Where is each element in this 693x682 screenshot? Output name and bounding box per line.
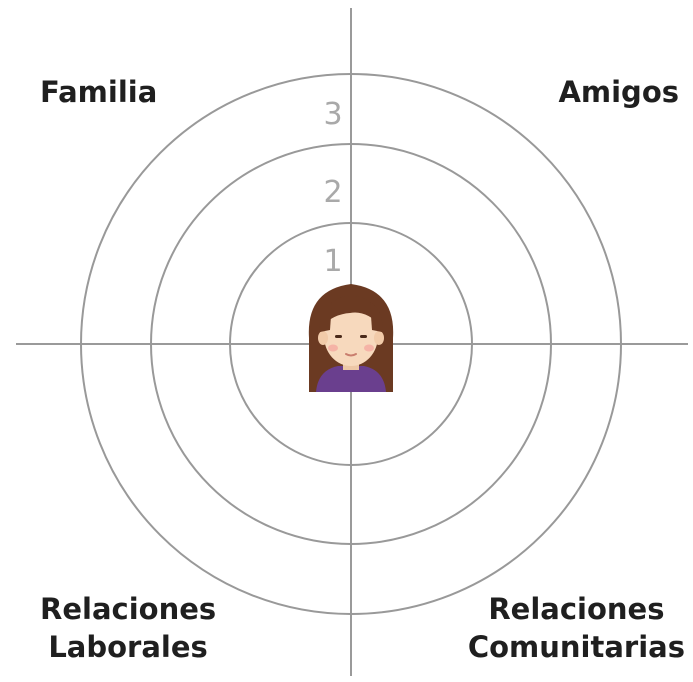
ring-label-3: 3 — [323, 97, 342, 132]
quadrant-label-relaciones-laborales: Relaciones Laborales — [40, 592, 217, 664]
quadrant-label-amigos: Amigos — [558, 75, 679, 109]
ring-label-1: 1 — [323, 244, 342, 279]
ring-inner — [229, 222, 473, 466]
quadrant-label-relaciones-comunitarias: Relaciones Comunitarias — [467, 592, 685, 664]
ring-label-2: 2 — [323, 175, 342, 210]
woman-avatar-icon — [308, 284, 394, 392]
quadrant-label-familia: Familia — [40, 75, 158, 109]
ring-outer — [80, 73, 622, 615]
ring-middle — [150, 143, 552, 545]
